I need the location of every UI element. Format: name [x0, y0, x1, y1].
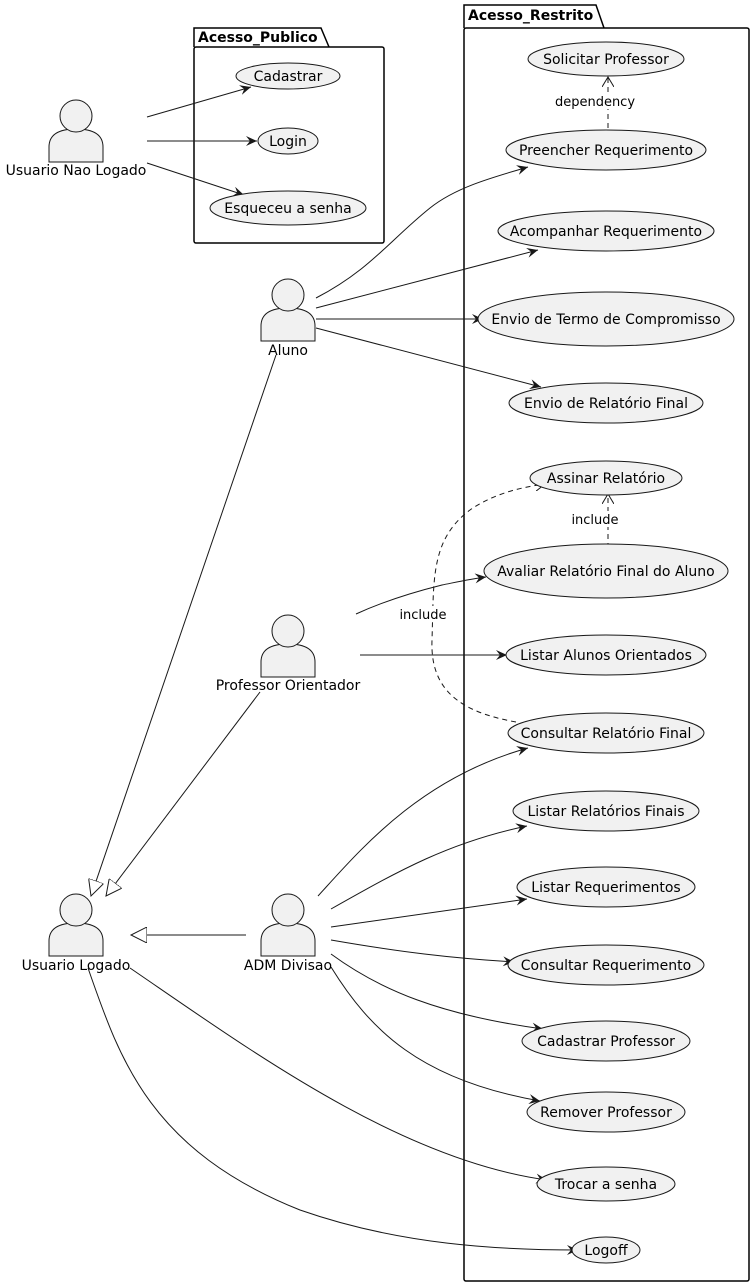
usecase-label-cadastrar-professor: Cadastrar Professor: [537, 1034, 675, 1050]
usecase-label-trocar-senha: Trocar a senha: [554, 1177, 657, 1193]
usecase-label-consultar-relatorio: Consultar Relatório Final: [521, 726, 692, 742]
actor-label-nao-logado: Usuario Nao Logado: [6, 163, 147, 179]
dependency-label: dependency: [555, 95, 635, 110]
usecase-login: [257, 127, 319, 155]
usecase-label-listar-relatorios: Listar Relatórios Finais: [527, 804, 684, 820]
usecase-listar-requerimentos: [516, 866, 696, 908]
actor-label-adm: ADM Divisao: [244, 958, 332, 974]
actor-icon: [48, 128, 104, 163]
package-title-restrito: Acesso_Restrito: [468, 8, 594, 24]
actor-usuario-nao-logado: Usuario Nao Logado: [6, 99, 147, 179]
usecase-label-login: Login: [269, 134, 307, 150]
package-title-publico: Acesso_Publico: [198, 30, 318, 46]
actor-label-aluno: Aluno: [268, 343, 308, 359]
usecase-label-remover-professor: Remover Professor: [540, 1105, 672, 1121]
usecase-label-listar-alunos: Listar Alunos Orientados: [520, 648, 692, 664]
usecase-listar-alunos: [505, 634, 707, 676]
actor-head-icon: [271, 278, 305, 312]
edge-aluno-relatorio: [315, 327, 542, 390]
usecase-consultar-relatorio: [507, 712, 705, 754]
usecase-label-logoff: Logoff: [584, 1243, 628, 1259]
actor-aluno: Aluno: [260, 278, 316, 359]
actor-adm-divisao: ADM Divisao: [244, 893, 332, 974]
include-label-consultar: include: [399, 608, 446, 623]
usecase-listar-relatorios: [512, 790, 700, 832]
edge-label-bg: [398, 606, 448, 622]
edge-adm-consultar-req: [330, 939, 515, 967]
edge-naologado-esqueceu: [146, 162, 245, 197]
usecase-label-cadastrar: Cadastrar: [254, 69, 323, 85]
actor-label-professor: Professor Orientador: [216, 678, 361, 694]
usecase-label-acompanhar-requerimento: Acompanhar Requerimento: [510, 224, 702, 240]
actor-usuario-logado: Usuario Logado: [22, 893, 131, 974]
usecase-cadastrar: [235, 62, 341, 90]
usecase-logoff: [571, 1236, 641, 1264]
actor-head-icon: [59, 99, 93, 133]
usecase-label-preencher-requerimento: Preencher Requerimento: [519, 143, 693, 159]
edge-adm-remover-prof: [330, 966, 541, 1105]
usecase-esqueceu-senha: [209, 190, 367, 226]
usecase-cadastrar-professor: [521, 1020, 691, 1062]
actor-professor-orientador: Professor Orientador: [216, 614, 361, 694]
edge-naologado-cadastrar: [146, 85, 252, 118]
usecase-label-avaliar-relatorio: Avaliar Relatório Final do Aluno: [497, 564, 714, 580]
actor-icon: [260, 922, 316, 957]
edge-include-consultar: [431, 484, 545, 723]
usecase-label-esqueceu: Esqueceu a senha: [224, 201, 351, 217]
edge-logado-logoff: [87, 967, 579, 1255]
usecase-acompanhar-requerimento: [497, 210, 715, 252]
usecase-trocar-senha: [536, 1166, 676, 1202]
usecase-avaliar-relatorio: [483, 543, 729, 599]
actor-icon: [48, 922, 104, 957]
usecase-label-envio-termo: Envio de Termo de Compromisso: [491, 312, 720, 328]
usecase-envio-termo: [477, 291, 735, 347]
usecase-consultar-requerimento: [507, 944, 705, 986]
edge-label-bg: [555, 93, 635, 109]
edge-adm-listar-relatorios: [330, 823, 528, 910]
edge-label-bg: [571, 511, 619, 527]
actor-icon: [260, 307, 316, 342]
include-label-assinar: include: [571, 513, 618, 528]
usecase-label-listar-requerimentos: Listar Requerimentos: [531, 880, 680, 896]
actor-head-icon: [271, 893, 305, 927]
generalization-aluno: [91, 354, 277, 896]
edge-adm-cadastrar-prof: [330, 953, 544, 1033]
generalization-professor: [106, 691, 261, 896]
usecase-preencher-requerimento: [505, 129, 707, 171]
actor-label-logado: Usuario Logado: [22, 958, 131, 974]
usecase-envio-relatorio: [508, 382, 704, 424]
edge-aluno-acompanhar: [315, 247, 539, 309]
actor-head-icon: [271, 614, 305, 648]
package-acesso-publico: Acesso_Publico: [193, 27, 385, 244]
edge-adm-listar-req: [330, 895, 528, 928]
actor-head-icon: [59, 893, 93, 927]
usecase-remover-professor: [526, 1091, 686, 1133]
edge-professor-avaliar: [355, 573, 487, 615]
edge-adm-consultar-relatorio: [317, 746, 529, 897]
usecase-label-consultar-requerimento: Consultar Requerimento: [521, 958, 691, 974]
usecase-label-assinar-relatorio: Assinar Relatório: [547, 471, 665, 487]
usecase-solicitar-professor: [527, 41, 685, 77]
actor-icon: [260, 643, 316, 678]
usecase-assinar-relatorio: [529, 460, 683, 496]
edge-aluno-preencher: [315, 165, 529, 299]
usecase-label-solicitar-professor: Solicitar Professor: [543, 52, 669, 68]
edge-logado-trocar-senha: [129, 967, 548, 1184]
usecase-label-envio-relatorio: Envio de Relatório Final: [524, 396, 688, 412]
